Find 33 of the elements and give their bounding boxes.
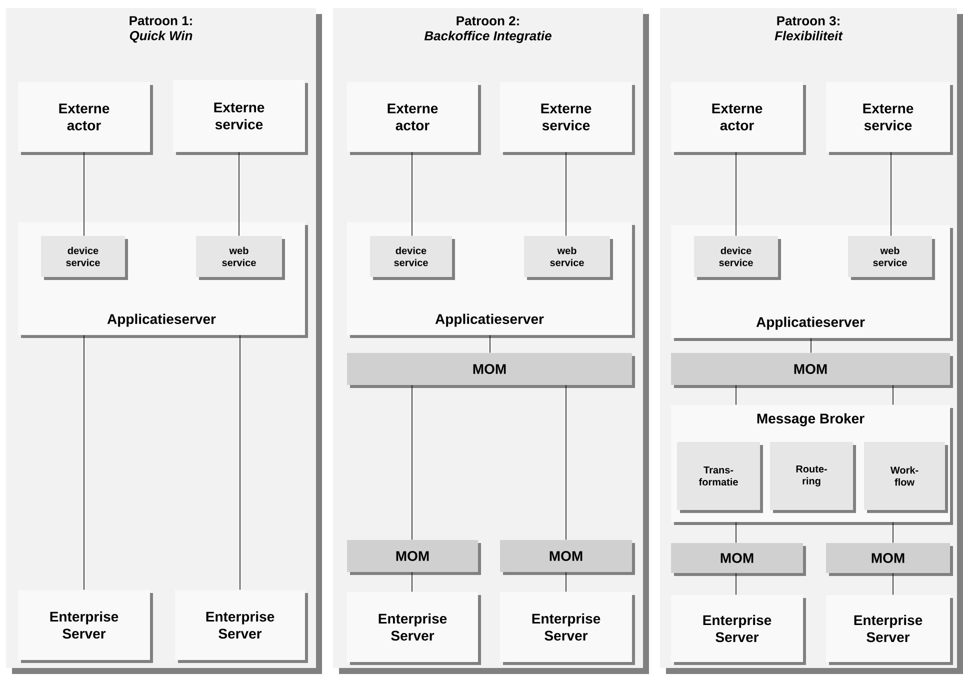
function-box: Work- flow	[864, 442, 948, 513]
component-box: Externe service	[500, 82, 635, 155]
connector-line	[892, 384, 894, 406]
service-box: web service	[524, 236, 613, 280]
service-box: web service	[848, 236, 936, 280]
component-box: Enterprise Server	[347, 592, 481, 665]
function-box: Trans- formatie	[677, 442, 763, 513]
function-box: Route- ring	[770, 442, 856, 513]
middleware-bar: MOM	[671, 353, 954, 388]
service-box: device service	[694, 236, 782, 280]
connector-line	[890, 152, 892, 236]
middleware-bar: MOM	[347, 353, 635, 388]
middleware-bar: MOM	[500, 540, 635, 575]
middleware-bar: MOM	[826, 543, 954, 576]
connector-line	[892, 572, 894, 596]
component-box: Enterprise Server	[18, 590, 153, 663]
component-box: Externe actor	[18, 82, 153, 155]
component-box: Externe service	[826, 82, 954, 155]
connector-line	[810, 338, 812, 354]
middleware-bar: MOM	[347, 540, 481, 575]
service-box: device service	[41, 236, 128, 280]
component-box: Externe actor	[671, 82, 806, 155]
connector-line	[892, 522, 894, 544]
service-box: web service	[196, 236, 285, 280]
component-box: Enterprise Server	[500, 592, 635, 665]
connector-line	[238, 152, 240, 236]
component-box: Externe service	[173, 80, 308, 155]
component-box: Externe actor	[347, 82, 481, 155]
component-box: Enterprise Server	[175, 590, 308, 663]
component-box: Enterprise Server	[826, 595, 954, 665]
middleware-bar: MOM	[671, 543, 806, 576]
service-box: device service	[370, 236, 455, 280]
component-box: Enterprise Server	[671, 595, 806, 665]
